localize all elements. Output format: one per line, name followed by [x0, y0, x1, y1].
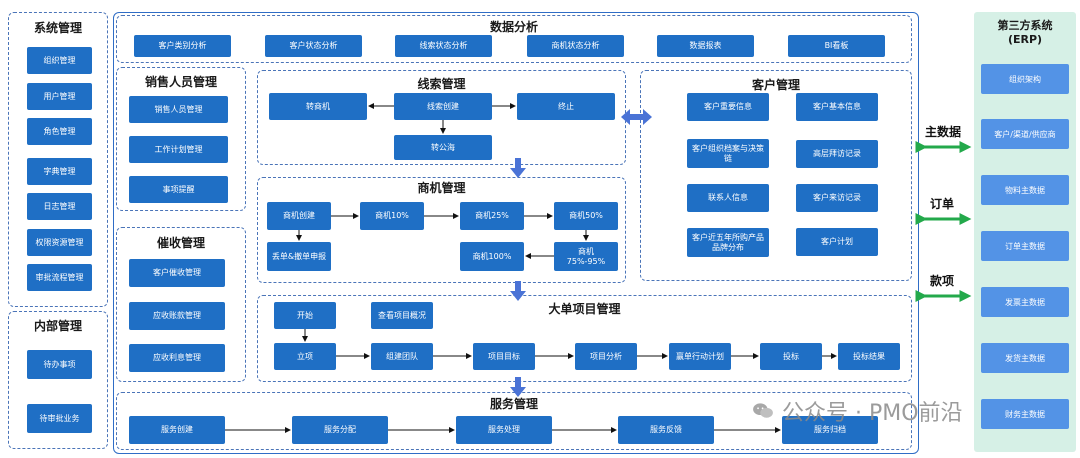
master-data-label: 主数据	[925, 125, 962, 139]
sales-staff-mgmt-button[interactable]: 销售人员管理	[129, 96, 228, 123]
log-mgmt-button[interactable]: 日志管理	[27, 193, 92, 220]
service-title: 服务管理	[489, 397, 538, 411]
customer-key-info-button[interactable]: 客户重要信息	[687, 93, 769, 121]
big-project-title: 大单项目管理	[548, 302, 621, 316]
customer-plan-button[interactable]: 客户计划	[796, 228, 878, 256]
internal-mgmt-title: 内部管理	[33, 319, 82, 333]
customer-status-analysis-button[interactable]: 客户状态分析	[265, 35, 362, 57]
third-party-subtitle: (ERP)	[1007, 33, 1043, 46]
opportunity-10-button[interactable]: 商机10%	[360, 202, 424, 230]
erp-org-structure-button[interactable]: 组织架构	[981, 64, 1069, 94]
opportunity-status-analysis-button[interactable]: 商机状态分析	[527, 35, 624, 57]
customer-visit-record-button[interactable]: 客户来访记录	[796, 184, 878, 212]
opportunity-75-95-button[interactable]: 商机 75%-95%	[554, 242, 618, 271]
customer-org-archive-button[interactable]: 客户组织档案与决策链	[687, 139, 769, 168]
data-analysis-title: 数据分析	[489, 20, 538, 34]
project-analysis-button[interactable]: 项目分析	[575, 343, 637, 370]
project-start-button[interactable]: 开始	[274, 302, 336, 329]
erp-finance-master-button[interactable]: 财务主数据	[981, 399, 1069, 429]
interest-receivable-button[interactable]: 应收利息管理	[129, 344, 225, 372]
bidding-button[interactable]: 投标	[760, 343, 822, 370]
bi-dashboard-button[interactable]: BI看板	[788, 35, 885, 57]
lead-create-button[interactable]: 线索创建	[394, 93, 492, 120]
opportunity-100-button[interactable]: 商机100%	[460, 242, 524, 271]
erp-order-master-button[interactable]: 订单主数据	[981, 231, 1069, 261]
project-initiation-button[interactable]: 立项	[274, 343, 336, 370]
to-public-pool-button[interactable]: 转公海	[394, 135, 492, 160]
convert-to-opportunity-button[interactable]: 转商机	[269, 93, 367, 120]
build-team-button[interactable]: 组建团队	[371, 343, 433, 370]
customer-basic-info-button[interactable]: 客户基本信息	[796, 93, 878, 121]
system-mgmt-title: 系统管理	[33, 21, 82, 35]
leads-to-opportunity-down-arrow	[510, 158, 526, 178]
user-mgmt-button[interactable]: 用户管理	[27, 83, 92, 110]
service-process-button[interactable]: 服务处理	[456, 416, 552, 444]
erp-customer-channel-supplier-button[interactable]: 客户/渠道/供应商	[981, 119, 1069, 149]
terminate-button[interactable]: 终止	[517, 93, 615, 120]
third-party-title: 第三方系统	[997, 19, 1053, 32]
permission-mgmt-button[interactable]: 权限资源管理	[27, 229, 92, 256]
erp-shipment-master-button[interactable]: 发货主数据	[981, 343, 1069, 373]
opportunity-25-button[interactable]: 商机25%	[460, 202, 524, 230]
bid-result-button[interactable]: 投标结果	[838, 343, 900, 370]
work-plan-mgmt-button[interactable]: 工作计划管理	[129, 136, 228, 163]
receivables-mgmt-button[interactable]: 应收账款管理	[129, 302, 225, 330]
role-mgmt-button[interactable]: 角色管理	[27, 118, 92, 145]
erp-invoice-master-button[interactable]: 发票主数据	[981, 287, 1069, 317]
service-archive-button[interactable]: 服务归档	[782, 416, 878, 444]
lost-order-button[interactable]: 丢单&撤单申报	[267, 242, 331, 271]
collection-title: 催收管理	[156, 236, 205, 250]
data-report-button[interactable]: 数据报表	[657, 35, 754, 57]
customer-title: 客户管理	[751, 78, 800, 92]
contact-info-button[interactable]: 联系人信息	[687, 184, 769, 212]
project-goal-button[interactable]: 项目目标	[473, 343, 535, 370]
opportunity-title: 商机管理	[417, 181, 466, 195]
customer-category-analysis-button[interactable]: 客户类别分析	[134, 35, 231, 57]
approval-flow-button[interactable]: 审批流程管理	[27, 264, 92, 291]
orders-label: 订单	[930, 197, 955, 211]
watermark-text: 公众号 · PMO前沿	[782, 401, 963, 426]
payments-label: 款项	[930, 274, 955, 288]
data-analysis-panel: 数据分析	[116, 15, 912, 63]
opportunity-to-project-down-arrow	[510, 281, 526, 301]
wechat-icon	[753, 403, 773, 418]
executive-visit-record-button[interactable]: 高层拜访记录	[796, 140, 878, 168]
view-project-overview-button[interactable]: 查看项目概况	[371, 302, 433, 329]
org-mgmt-button[interactable]: 组织管理	[27, 47, 92, 74]
service-assign-button[interactable]: 服务分配	[292, 416, 388, 444]
win-action-plan-button[interactable]: 赢单行动计划	[669, 343, 731, 370]
project-to-service-down-arrow	[510, 377, 526, 397]
todo-button[interactable]: 待办事项	[27, 350, 92, 379]
purchase-brand-distribution-button[interactable]: 客户近五年所购产品品牌分布	[687, 228, 769, 257]
service-feedback-button[interactable]: 服务反馈	[618, 416, 714, 444]
leads-customer-double-arrow	[621, 109, 652, 125]
customer-collection-button[interactable]: 客户催收管理	[129, 259, 225, 287]
sales-staff-title: 销售人员管理	[144, 75, 217, 89]
reminder-button[interactable]: 事项提醒	[129, 176, 228, 203]
watermark: 公众号 · PMO前沿	[752, 396, 1052, 426]
pending-approval-button[interactable]: 待审批业务	[27, 404, 92, 433]
opportunity-create-button[interactable]: 商机创建	[267, 202, 331, 230]
opportunity-50-button[interactable]: 商机50%	[554, 202, 618, 230]
erp-material-master-button[interactable]: 物料主数据	[981, 175, 1069, 205]
dict-mgmt-button[interactable]: 字典管理	[27, 158, 92, 185]
leads-title: 线索管理	[417, 77, 466, 91]
lead-status-analysis-button[interactable]: 线索状态分析	[395, 35, 492, 57]
service-create-button[interactable]: 服务创建	[129, 416, 225, 444]
